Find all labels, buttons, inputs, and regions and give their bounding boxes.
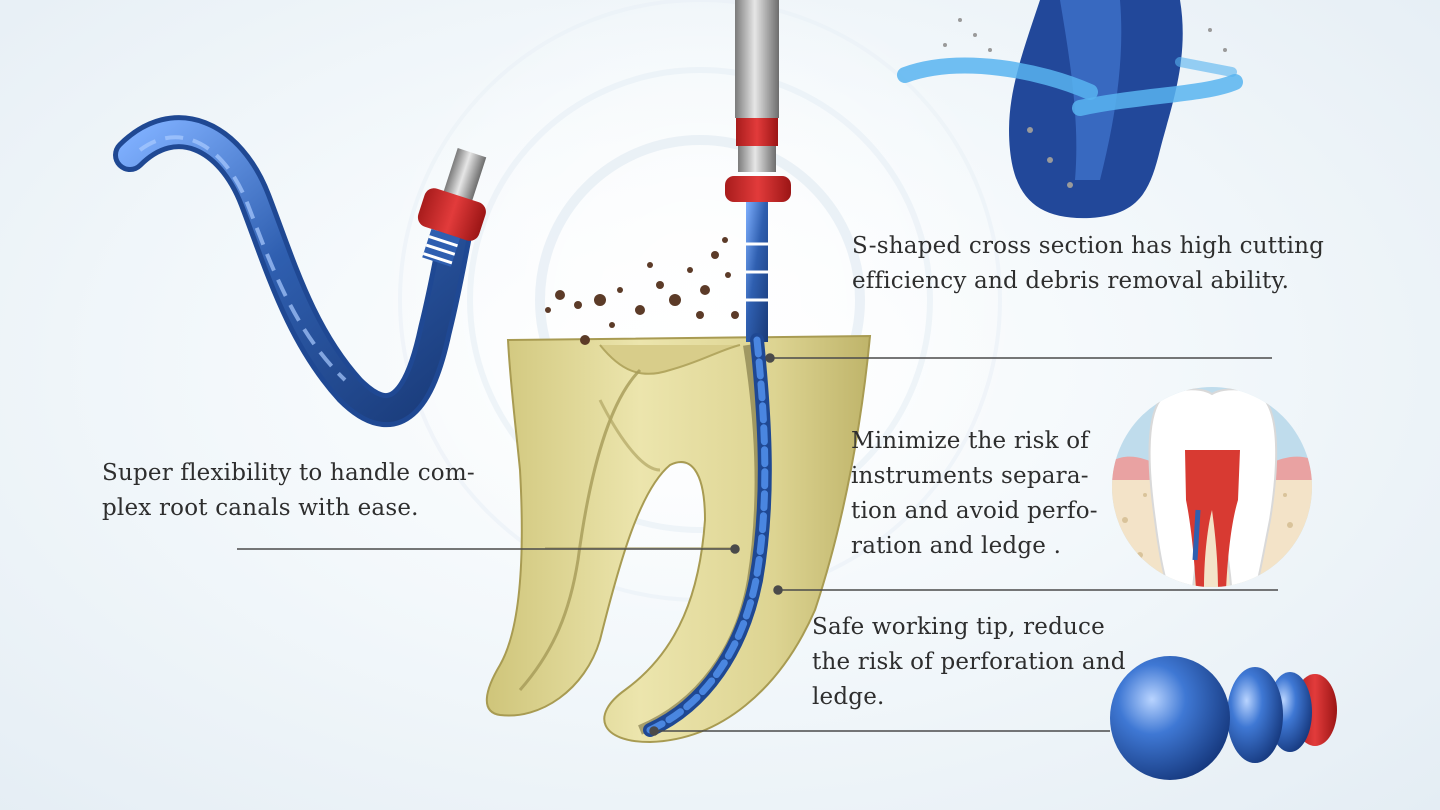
leader-dot-flexibility [730,544,740,554]
flexible-file-illustration [113,115,487,428]
safe-tip-detail [1110,656,1337,780]
separation-caption: Minimize the risk of instruments separa-… [851,428,1098,559]
cross-section-detail [897,0,1243,219]
leader-dot-tip [649,726,659,736]
cross-section-caption: S-shaped cross section has high cutting … [852,233,1325,294]
safe-tip-caption: Safe working tip, reduce the risk of per… [812,614,1126,710]
tooth-inset-circle [1112,387,1312,587]
leader-dot-separation [773,585,783,595]
debris-particles [545,237,739,345]
leader-dot-cross-section [765,353,775,363]
leader-lines [237,353,1278,736]
flexibility-caption: Super flexibility to handle com- plex ro… [102,460,475,521]
main-rotary-file [643,0,791,737]
